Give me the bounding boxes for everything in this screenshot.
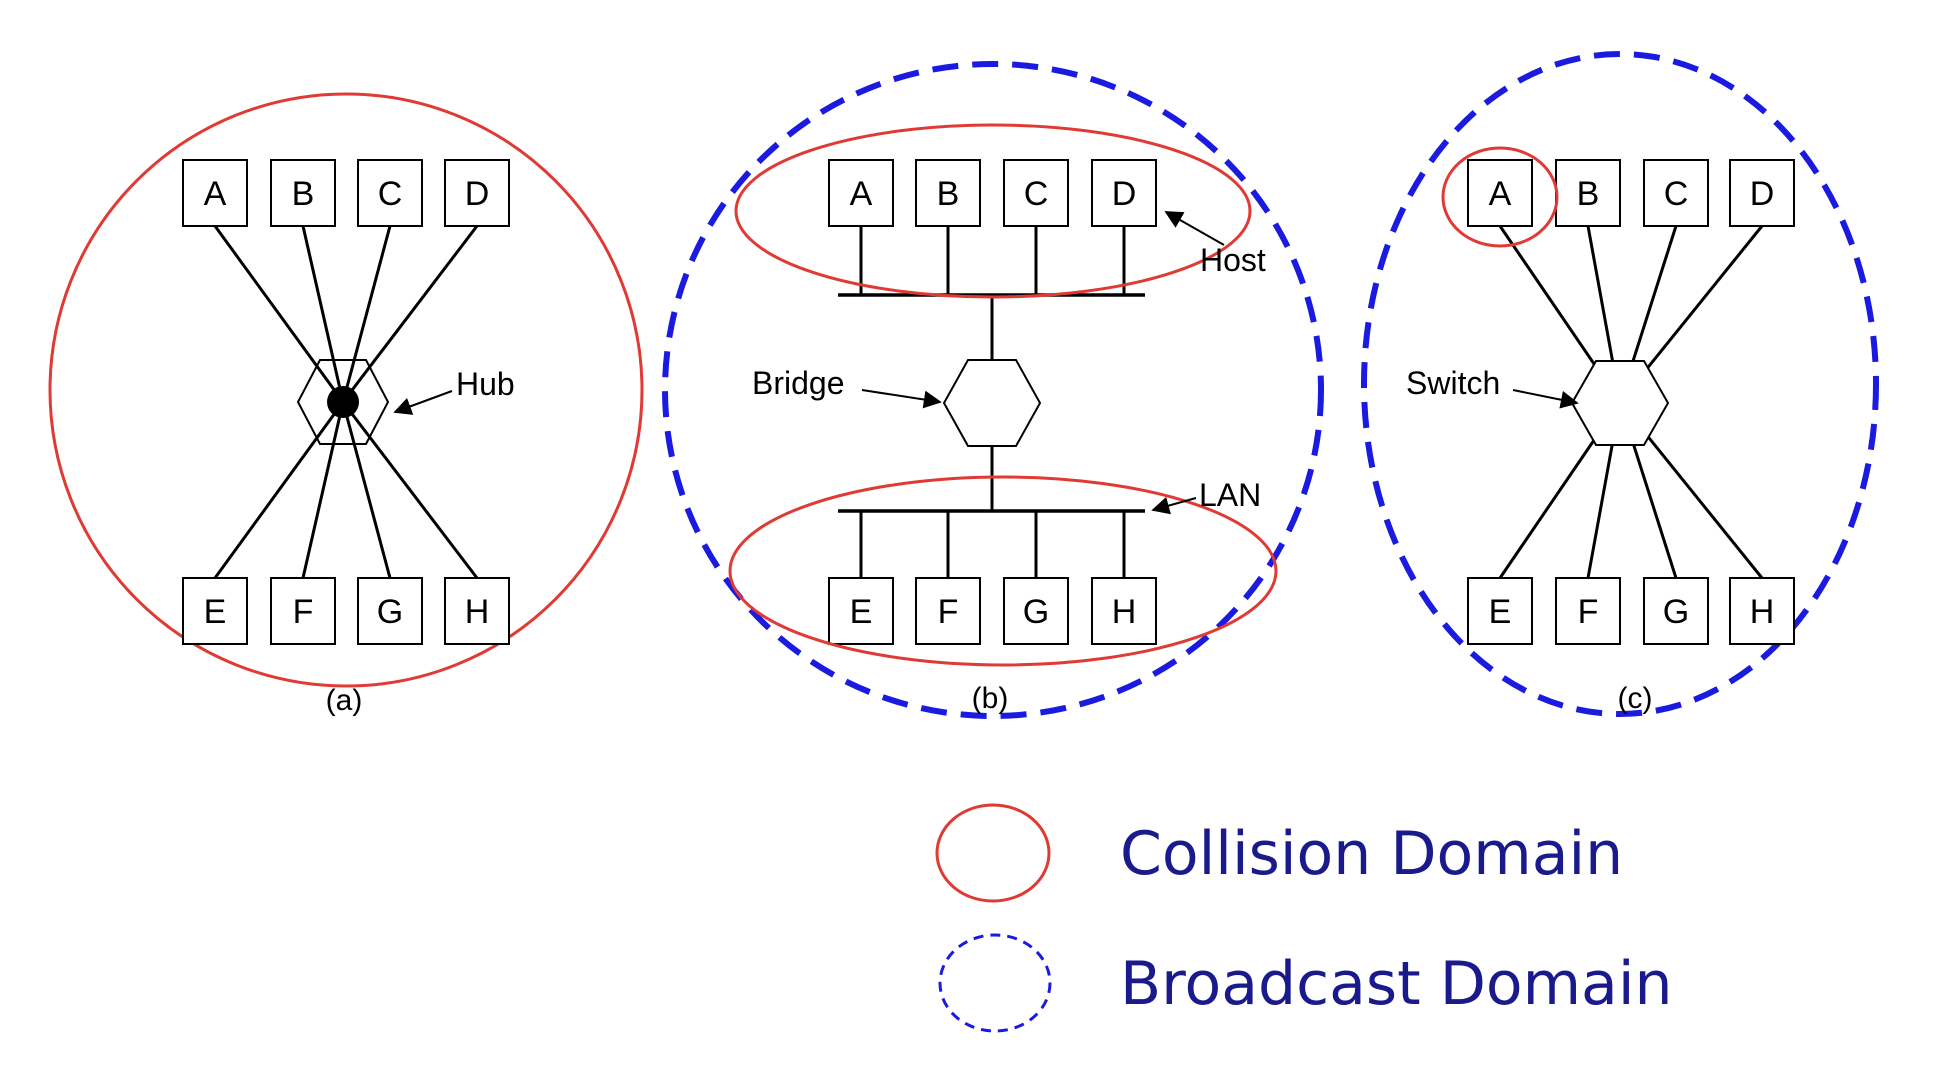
panel-c-switch-arrow <box>1512 389 1579 409</box>
host-label: A <box>1489 175 1512 213</box>
panel-b-caption: (b) <box>972 682 1009 715</box>
host-label: G <box>1663 593 1689 631</box>
panel-a-hub: A B C D E F G H Hub (a) <box>48 92 644 717</box>
panel-c-host-box <box>1555 159 1621 227</box>
host-label: C <box>1664 175 1689 213</box>
panel-c-caption: (c) <box>1618 682 1653 715</box>
host-label: F <box>1578 593 1599 631</box>
panel-c-host-box <box>1729 159 1795 227</box>
host-label: A <box>204 175 227 213</box>
host-callout-label: Host <box>1200 242 1266 278</box>
panel-b-bridge-icon <box>942 359 1042 447</box>
panel-c-host-box <box>1729 577 1795 645</box>
panel-a-hub-icon <box>296 359 390 445</box>
host-label: E <box>204 593 227 631</box>
panel-c-broadcast-domain <box>1361 51 1879 717</box>
broadcast-domain-label: Broadcast Domain <box>1120 949 1673 1019</box>
host-label: B <box>937 175 960 213</box>
hub-callout-label: Hub <box>456 366 515 402</box>
host-label: D <box>465 175 490 213</box>
panel-c-host-box <box>1467 577 1533 645</box>
collision-domain-swatch <box>935 803 1051 903</box>
panel-b-host-box <box>915 159 981 227</box>
panel-c-collision-domain-host-a <box>1441 146 1559 248</box>
panel-b-lower-collision-domain <box>728 475 1278 667</box>
panel-a-bottom-hosts: E F G H <box>182 577 510 645</box>
panel-a-collision-domain <box>48 92 644 688</box>
host-label: C <box>1024 175 1049 213</box>
panel-a-host-box <box>270 577 336 645</box>
panel-a-hub-arrow <box>393 390 453 415</box>
panel-b-upper-lan <box>838 226 1145 297</box>
host-label: F <box>293 593 314 631</box>
panel-a-host-box <box>357 159 423 227</box>
panel-b-host-box <box>828 577 894 645</box>
panel-b-host-box <box>1003 577 1069 645</box>
panel-a-host-box <box>270 159 336 227</box>
panel-b-broadcast-domain <box>662 61 1324 719</box>
panel-c-host-box <box>1555 577 1621 645</box>
panel-b-bridge-arrow <box>861 389 942 409</box>
panel-a-top-hosts: A B C D <box>182 159 510 227</box>
host-label: E <box>1489 593 1512 631</box>
host-label: H <box>1112 593 1137 631</box>
lan-callout-label: LAN <box>1199 477 1261 513</box>
host-label: C <box>378 175 403 213</box>
bridge-callout-label: Bridge <box>752 365 845 401</box>
panel-c-host-box <box>1643 577 1709 645</box>
panel-b-upper-collision-domain <box>734 123 1252 299</box>
panel-c-switch: A B C D E F G H Switch (c) <box>1361 51 1879 717</box>
panel-b-host-box <box>828 159 894 227</box>
host-label: B <box>1577 175 1600 213</box>
panel-a-host-box <box>182 577 248 645</box>
panel-a-host-box <box>444 577 510 645</box>
host-label: G <box>377 593 403 631</box>
panel-a-host-box <box>357 577 423 645</box>
panel-a-host-box <box>444 159 510 227</box>
panel-b-host-box <box>1091 159 1157 227</box>
host-label: H <box>1750 593 1775 631</box>
panel-b-lan-arrow <box>1151 496 1197 515</box>
panel-b-host-box <box>915 577 981 645</box>
broadcast-domain-swatch <box>938 933 1052 1033</box>
panel-c-switch-icon <box>1570 360 1670 446</box>
panel-a-caption: (a) <box>326 684 363 717</box>
host-label: E <box>850 593 873 631</box>
panel-b-host-box <box>1091 577 1157 645</box>
panel-a-host-box <box>182 159 248 227</box>
host-label: D <box>1112 175 1137 213</box>
host-label: H <box>465 593 490 631</box>
legend-item-collision: Collision Domain <box>935 803 1623 903</box>
legend: Collision Domain Broadcast Domain <box>935 803 1673 1033</box>
host-label: D <box>1750 175 1775 213</box>
panel-b-host-arrow <box>1164 211 1225 246</box>
legend-item-broadcast: Broadcast Domain <box>938 933 1673 1033</box>
panel-c-top-hosts: A B C D <box>1467 159 1795 227</box>
panel-c-bottom-hosts: E F G H <box>1467 577 1795 645</box>
panel-b-host-box <box>1003 159 1069 227</box>
panel-a-hub-center-dot <box>327 386 359 418</box>
panel-c-host-box <box>1643 159 1709 227</box>
panel-b-top-hosts: A B C D <box>828 159 1157 227</box>
panel-a-wires <box>213 225 479 579</box>
panel-b-bridge: A B C D E F G H Bridge Host LAN (b) <box>662 61 1324 719</box>
collision-domain-label: Collision Domain <box>1120 819 1623 889</box>
panel-c-host-box <box>1467 159 1533 227</box>
host-label: F <box>938 593 959 631</box>
panel-b-bottom-hosts: E F G H <box>828 577 1157 645</box>
host-label: A <box>850 175 873 213</box>
host-label: G <box>1023 593 1049 631</box>
switch-callout-label: Switch <box>1406 365 1500 401</box>
host-label: B <box>292 175 315 213</box>
panel-b-lower-lan <box>838 509 1145 578</box>
